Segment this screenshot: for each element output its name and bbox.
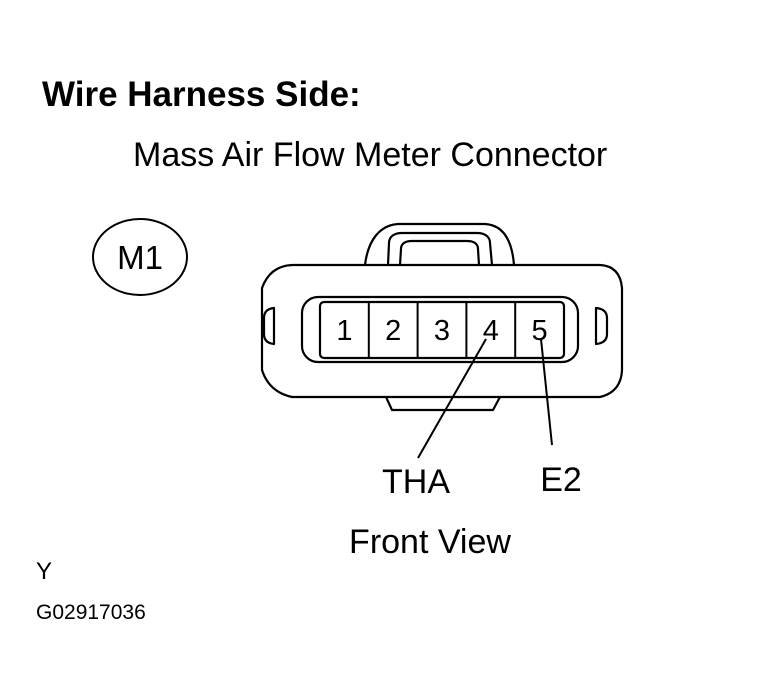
terminal-pin-2: 2 — [367, 302, 401, 358]
pin-number: 5 — [532, 315, 548, 347]
figure-code: G02917036 — [36, 601, 146, 624]
diagram-title: Wire Harness Side: — [42, 75, 361, 114]
bottom-guide — [385, 396, 501, 412]
terminal-pin-4: 4 — [465, 302, 499, 358]
diagram-subtitle: Mass Air Flow Meter Connector — [133, 136, 607, 174]
label-tha: THA — [382, 463, 450, 501]
left-key — [262, 306, 276, 346]
pin-number: 4 — [483, 315, 499, 347]
locking-tab-latch — [398, 239, 481, 266]
pin-number: 1 — [336, 315, 352, 347]
terminal-cavity-inner — [318, 300, 566, 360]
right-key — [594, 306, 609, 346]
connector-housing — [260, 222, 624, 412]
label-e2: E2 — [540, 461, 582, 499]
terminal-pin-5: 5 — [514, 302, 548, 358]
leader-line-e2 — [540, 338, 553, 446]
pin-number: 2 — [385, 315, 401, 347]
pin-number: 3 — [434, 315, 450, 347]
footer-letter: Y — [36, 558, 52, 585]
locking-tab-outer — [363, 222, 516, 266]
leader-line-tha — [417, 338, 487, 459]
connector-id-badge: M1 — [92, 218, 188, 296]
connector-id-label: M1 — [117, 239, 163, 276]
terminal-pin-3: 3 — [416, 302, 450, 358]
terminal-cavity-outer — [300, 295, 580, 364]
housing-outline — [260, 263, 624, 399]
view-label: Front View — [349, 523, 511, 561]
terminal-pin-1: 1 — [336, 315, 352, 347]
terminal-pins: 1 2 3 4 5 — [336, 302, 548, 358]
connector-id-ellipse — [92, 218, 188, 296]
locking-tab-inner — [386, 231, 494, 266]
